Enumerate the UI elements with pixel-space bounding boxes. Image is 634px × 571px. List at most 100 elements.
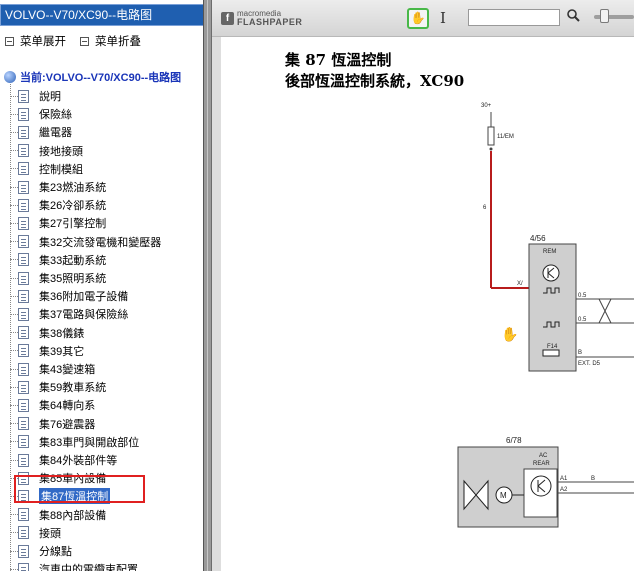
search-input[interactable]	[468, 9, 560, 26]
tree-connector	[10, 222, 18, 224]
tree-item[interactable]: 集36附加電子設備	[10, 287, 128, 305]
document-title: 集 87 恆溫控制	[285, 51, 392, 69]
tree-item-label: 集39其它	[39, 345, 85, 358]
tree-item[interactable]: 汽車中的電纜束配置	[10, 560, 138, 571]
tree-item[interactable]: 保險絲	[10, 105, 72, 123]
tree-item-label: 集23燃油系統	[39, 182, 107, 194]
tree-item[interactable]: 集88內部設備	[10, 506, 106, 524]
tree-item[interactable]: 分線點	[10, 542, 72, 560]
document-icon	[18, 180, 29, 194]
tree-item[interactable]: 集33起動系統	[10, 251, 106, 269]
tree-item[interactable]: 集84外裝部件等	[10, 451, 117, 469]
tree-item[interactable]: 集35照明系統	[10, 269, 106, 287]
tree-item-label: 接地接頭	[39, 145, 83, 158]
search-button[interactable]	[566, 8, 580, 24]
flashpaper-logo-icon: f	[221, 11, 234, 25]
fan-icon	[463, 479, 489, 511]
tree-item-label: 接頭	[39, 527, 61, 540]
tree-item[interactable]: 集59教車系統	[10, 378, 106, 396]
document-icon	[18, 271, 29, 285]
document-icon	[18, 89, 29, 103]
fuse-label: 11/EM	[497, 134, 514, 140]
expand-menu-label: 菜单展开	[20, 36, 66, 48]
tree-connector	[10, 459, 18, 461]
tree-item[interactable]: 集27引擎控制	[10, 214, 106, 232]
tree-connector	[10, 368, 18, 370]
tree-item-label: 集26冷卻系統	[39, 200, 107, 213]
tree-item[interactable]: 繼電器	[10, 123, 72, 141]
tree-item[interactable]: 集26冷卻系統	[10, 196, 106, 214]
rem-relay-glyph	[547, 267, 555, 279]
ac-pin3-label: B	[591, 476, 595, 482]
tree-item-label: 保險絲	[39, 109, 72, 122]
ac-name-label-2: REAR	[533, 461, 550, 467]
document-icon	[18, 417, 29, 431]
tree-item-label: 集64轉向系	[39, 400, 96, 413]
tree-item-label: 集35照明系統	[39, 273, 107, 285]
pin-b-label: B	[578, 350, 582, 356]
tree-item[interactable]: 集87恆溫控制	[10, 487, 111, 505]
tree-connector	[10, 332, 18, 334]
globe-icon	[4, 71, 16, 83]
zoom-slider[interactable]	[594, 15, 634, 19]
tree-item[interactable]: 集23燃油系統	[10, 178, 106, 196]
zoom-slider-knob[interactable]	[600, 9, 609, 23]
collapse-menu-button[interactable]: 菜单折叠	[80, 33, 141, 49]
tree-item[interactable]: 集83車門與開啟部位	[10, 433, 139, 451]
ac-controller-symbol	[530, 475, 552, 497]
pin-30-label: 30+	[481, 103, 492, 109]
tree-item-label: 控制模組	[39, 163, 83, 176]
tree-item[interactable]: 接地接頭	[10, 142, 83, 160]
tree-connector	[10, 550, 18, 552]
tree-pane: VOLVO--V70/XC90--电路图 菜单展开 菜单折叠 当前:VOLVO-…	[0, 0, 203, 571]
tree-item-label: 集83車門與開啟部位	[39, 436, 140, 449]
rem-clock-symbol	[542, 264, 560, 282]
tree-item[interactable]: 集39其它	[10, 342, 84, 360]
tree-connector	[10, 150, 18, 152]
tree-connector	[10, 295, 18, 297]
document-icon	[18, 398, 29, 412]
tree-item[interactable]: 接頭	[10, 524, 61, 542]
viewer-toolbar: f macromedia FLASHPAPER ✋ I	[212, 0, 634, 37]
flashpaper-logo: f macromedia FLASHPAPER	[221, 9, 302, 27]
tree-connector	[10, 350, 18, 352]
tree-item[interactable]: 控制模組	[10, 160, 83, 178]
document-icon	[18, 380, 29, 394]
sensor-b-label: 0.5	[578, 317, 587, 323]
document-icon	[18, 307, 29, 321]
tree-item[interactable]: 說明	[10, 87, 61, 105]
expand-icon	[5, 36, 14, 46]
document-page: 集 87 恆溫控制 後部恆溫控制系統，XC90 30+ 11/EM 6 X/ 4…	[221, 37, 634, 571]
tree-item[interactable]: 集32交流發電機和變壓器	[10, 233, 161, 251]
tree-item-label: 集36附加電子設備	[39, 291, 129, 304]
connector-dot	[489, 147, 493, 151]
tree-item[interactable]: 集64轉向系	[10, 396, 95, 414]
tree-item[interactable]: 集76避震器	[10, 415, 95, 433]
collapse-icon	[80, 36, 89, 46]
document-icon	[18, 216, 29, 230]
document-icon	[18, 198, 29, 212]
wire-label: 6	[483, 205, 487, 211]
document-icon	[18, 144, 29, 158]
document-icon	[18, 125, 29, 139]
collapse-menu-label: 菜单折叠	[95, 36, 141, 48]
hand-tool-button[interactable]: ✋	[407, 8, 429, 29]
tree-connector	[10, 404, 18, 406]
tree-root-node[interactable]: 当前:VOLVO--V70/XC90--电路图	[4, 69, 181, 85]
tree-item[interactable]: 集43變速箱	[10, 360, 95, 378]
ac-pin2-label: A2	[560, 487, 568, 493]
rem-pulse-upper	[543, 287, 560, 294]
text-select-tool-button[interactable]: I	[440, 9, 446, 27]
expand-menu-button[interactable]: 菜单展开	[5, 33, 66, 49]
tree-connector	[10, 131, 18, 133]
rem-name-label: REM	[543, 249, 556, 255]
document-icon	[18, 107, 29, 121]
tree-item-label: 集84外裝部件等	[39, 455, 118, 467]
tree-item-label: 集87恆溫控制	[39, 488, 111, 505]
tree-item[interactable]: 集38儀錶	[10, 324, 84, 342]
magnifier-icon	[567, 9, 580, 22]
tree-connector	[10, 532, 18, 534]
pane-splitter[interactable]	[203, 0, 212, 571]
tree-item[interactable]: 集37電路與保險絲	[10, 305, 128, 323]
viewer-pane: f macromedia FLASHPAPER ✋ I 集 87 恆溫控制 後部…	[212, 0, 634, 571]
